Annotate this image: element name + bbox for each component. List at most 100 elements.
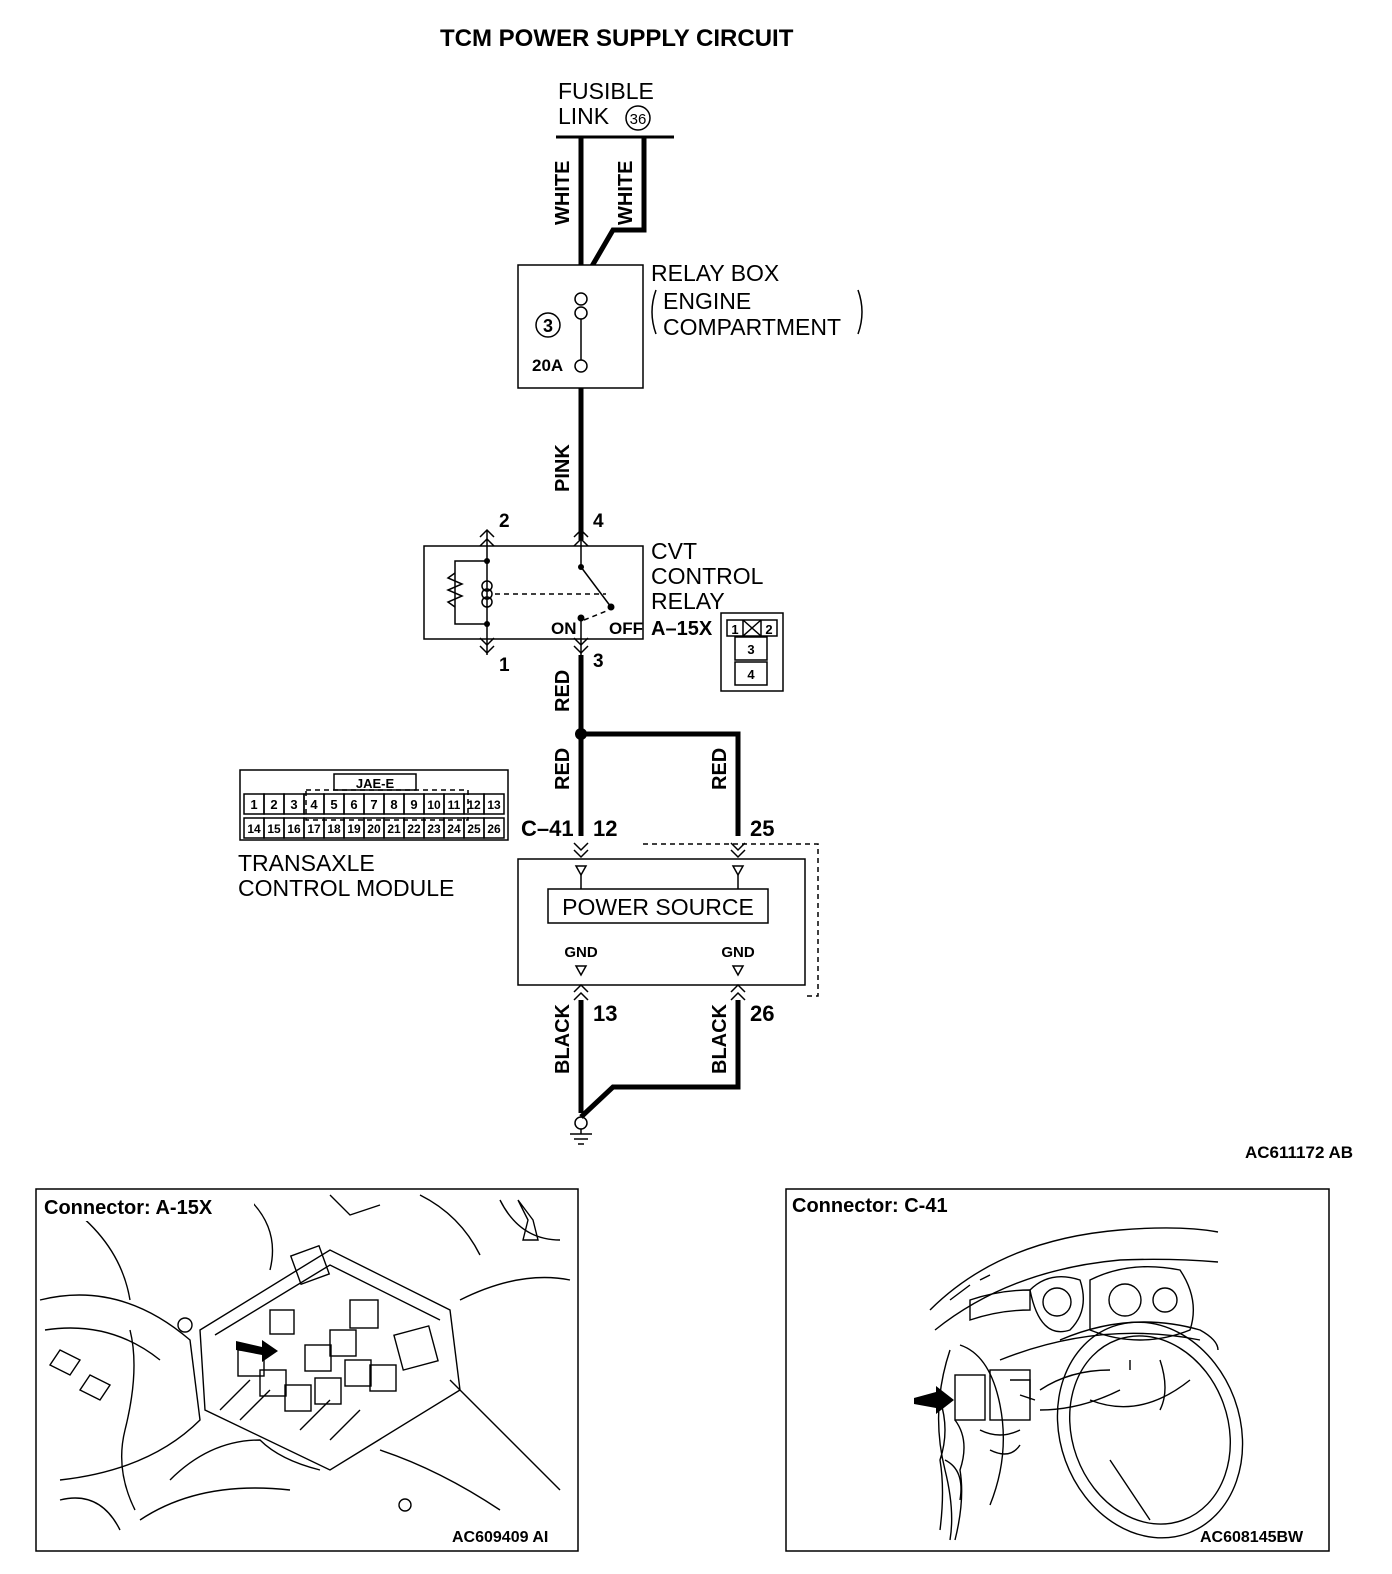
relay-box: 3 20A RELAY BOX ENGINE COMPARTMENT — [517, 260, 863, 389]
switch-blade — [580, 566, 612, 608]
cvt-relay-label-2: CONTROL — [651, 563, 764, 589]
power-source-box — [547, 888, 769, 924]
on-contact — [577, 614, 585, 622]
gnd-arrow-right — [731, 965, 745, 977]
relay-pin-2: 2 — [499, 511, 510, 532]
relay-pin-4: 4 — [593, 511, 604, 532]
a15x-locator-arrow — [236, 1340, 278, 1362]
relay-pin-3: 3 — [593, 651, 604, 672]
switch-on-label: ON — [551, 619, 577, 638]
fuse-rating: 20A — [532, 356, 563, 375]
relay-box-paren-right — [857, 289, 863, 335]
c41-pin-label: 19 — [347, 822, 361, 836]
white-wire-right — [578, 137, 647, 287]
tcm-connector-id: C–41 — [521, 816, 574, 841]
c41-cell — [483, 817, 505, 839]
fuse-terminal — [574, 359, 588, 373]
relay-pin-1: 1 — [499, 655, 510, 676]
c41-pin-label: 23 — [427, 822, 441, 836]
panel-c41-title: Connector: C-41 — [792, 1195, 948, 1217]
panel-c41-frame — [785, 1188, 1330, 1552]
relay-box-location-1: ENGINE — [663, 288, 751, 314]
c41-pin-label: 25 — [467, 822, 481, 836]
a15x-face-pin-2: 2 — [765, 622, 772, 637]
instrument-panel-illustration — [929, 1227, 1244, 1541]
ground-icon — [570, 1116, 592, 1145]
c41-pin-label: 14 — [247, 822, 261, 836]
c41-pin-label: 10 — [427, 798, 441, 812]
diagram-title: TCM POWER SUPPLY CIRCUIT — [440, 25, 794, 52]
fusible-link-label-1: FUSIBLE — [558, 78, 654, 104]
fuse-number: 3 — [543, 316, 553, 336]
c41-pin-label: 9 — [410, 797, 417, 812]
c41-pin-label: 18 — [327, 822, 341, 836]
panel-a15x-code: AC609409 AI — [452, 1529, 548, 1546]
c41-connector-type: JAE-E — [356, 776, 395, 791]
c41-pin-label: 16 — [287, 822, 301, 836]
c41-pin-label: 22 — [407, 822, 421, 836]
tcm-housing-outline — [643, 843, 819, 997]
wire-label-red-upper: RED — [552, 670, 574, 712]
coil-loop-2 — [481, 588, 493, 600]
cvt-relay-connector-id: A–15X — [651, 618, 713, 640]
c41-pin-label: 21 — [387, 822, 401, 836]
a15x-connector-face: 1 2 3 4 — [720, 612, 784, 692]
switch-off-label: OFF — [609, 619, 643, 638]
connector-c41-panel: Connector: C-41 AC608145BW — [785, 1188, 1330, 1552]
gnd-arrow-left — [574, 965, 588, 977]
off-contact — [607, 603, 615, 611]
wire-label-red-right: RED — [709, 748, 731, 790]
c41-pin-label: 7 — [370, 797, 377, 812]
a15x-face-pin-1: 1 — [731, 622, 738, 637]
cvt-relay-label-1: CVT — [651, 538, 697, 564]
coil-loop-1 — [481, 580, 493, 592]
wire-label-black-right: BLACK — [709, 1003, 731, 1074]
black-wire-right — [579, 1000, 741, 1119]
c41-pin-label: 15 — [267, 822, 281, 836]
wire-label-white-left: WHITE — [552, 161, 574, 225]
tcm-label-1: TRANSAXLE — [238, 850, 375, 876]
c41-pin-label: 17 — [307, 822, 321, 836]
pin-2-arrow — [479, 528, 495, 538]
pin-1-arrow — [479, 645, 495, 655]
c41-pin-label: 13 — [487, 798, 501, 812]
a15x-face-pin-4: 4 — [747, 667, 755, 682]
fuse-coil-top — [574, 292, 588, 306]
resistor-icon — [446, 572, 464, 608]
tcm-label-2: CONTROL MODULE — [238, 875, 454, 901]
c41-cell — [483, 793, 505, 815]
wire-label-white-right: WHITE — [615, 161, 637, 225]
tcm-box — [517, 858, 806, 986]
tcm-pin-13: 13 — [593, 1001, 617, 1026]
fuse-number-circle — [535, 312, 561, 338]
figure-code: AC611172 AB — [1245, 1143, 1353, 1162]
fusible-link-number: 36 — [630, 111, 647, 128]
input-arrow-25 — [731, 865, 745, 877]
pin-3-arrow — [573, 645, 589, 655]
connector-a15x-panel: Connector: A-15X AC609409 AI — [35, 1188, 579, 1552]
fusible-link: FUSIBLE LINK 36 — [556, 78, 674, 139]
c41-pin-label: 2 — [270, 797, 277, 812]
tcm-pin-25: 25 — [750, 816, 774, 841]
wire-label-red-left: RED — [552, 748, 574, 790]
pin-4-arrow — [573, 528, 589, 538]
c41-pin-label: 12 — [467, 798, 481, 812]
c41-pin-label: 3 — [290, 797, 297, 812]
c41-pin-label: 20 — [367, 822, 381, 836]
c41-pin-label: 11 — [448, 798, 461, 812]
c41-pin-label: 8 — [390, 797, 397, 812]
fusible-link-number-circle — [625, 105, 651, 131]
input-arrow-12 — [574, 865, 588, 877]
relay-box-label: RELAY BOX — [651, 260, 779, 286]
transaxle-control-module: POWER SOURCE GND GND — [517, 842, 819, 1001]
c41-pin-label: 1 — [250, 797, 257, 812]
c41-pin-label: 6 — [350, 797, 357, 812]
wire-label-black-left: BLACK — [552, 1003, 574, 1074]
red-wire-branch — [581, 731, 741, 836]
c41-pin-label: 26 — [487, 822, 501, 836]
gnd-label-left: GND — [564, 944, 598, 961]
coil-loop-3 — [481, 596, 493, 608]
